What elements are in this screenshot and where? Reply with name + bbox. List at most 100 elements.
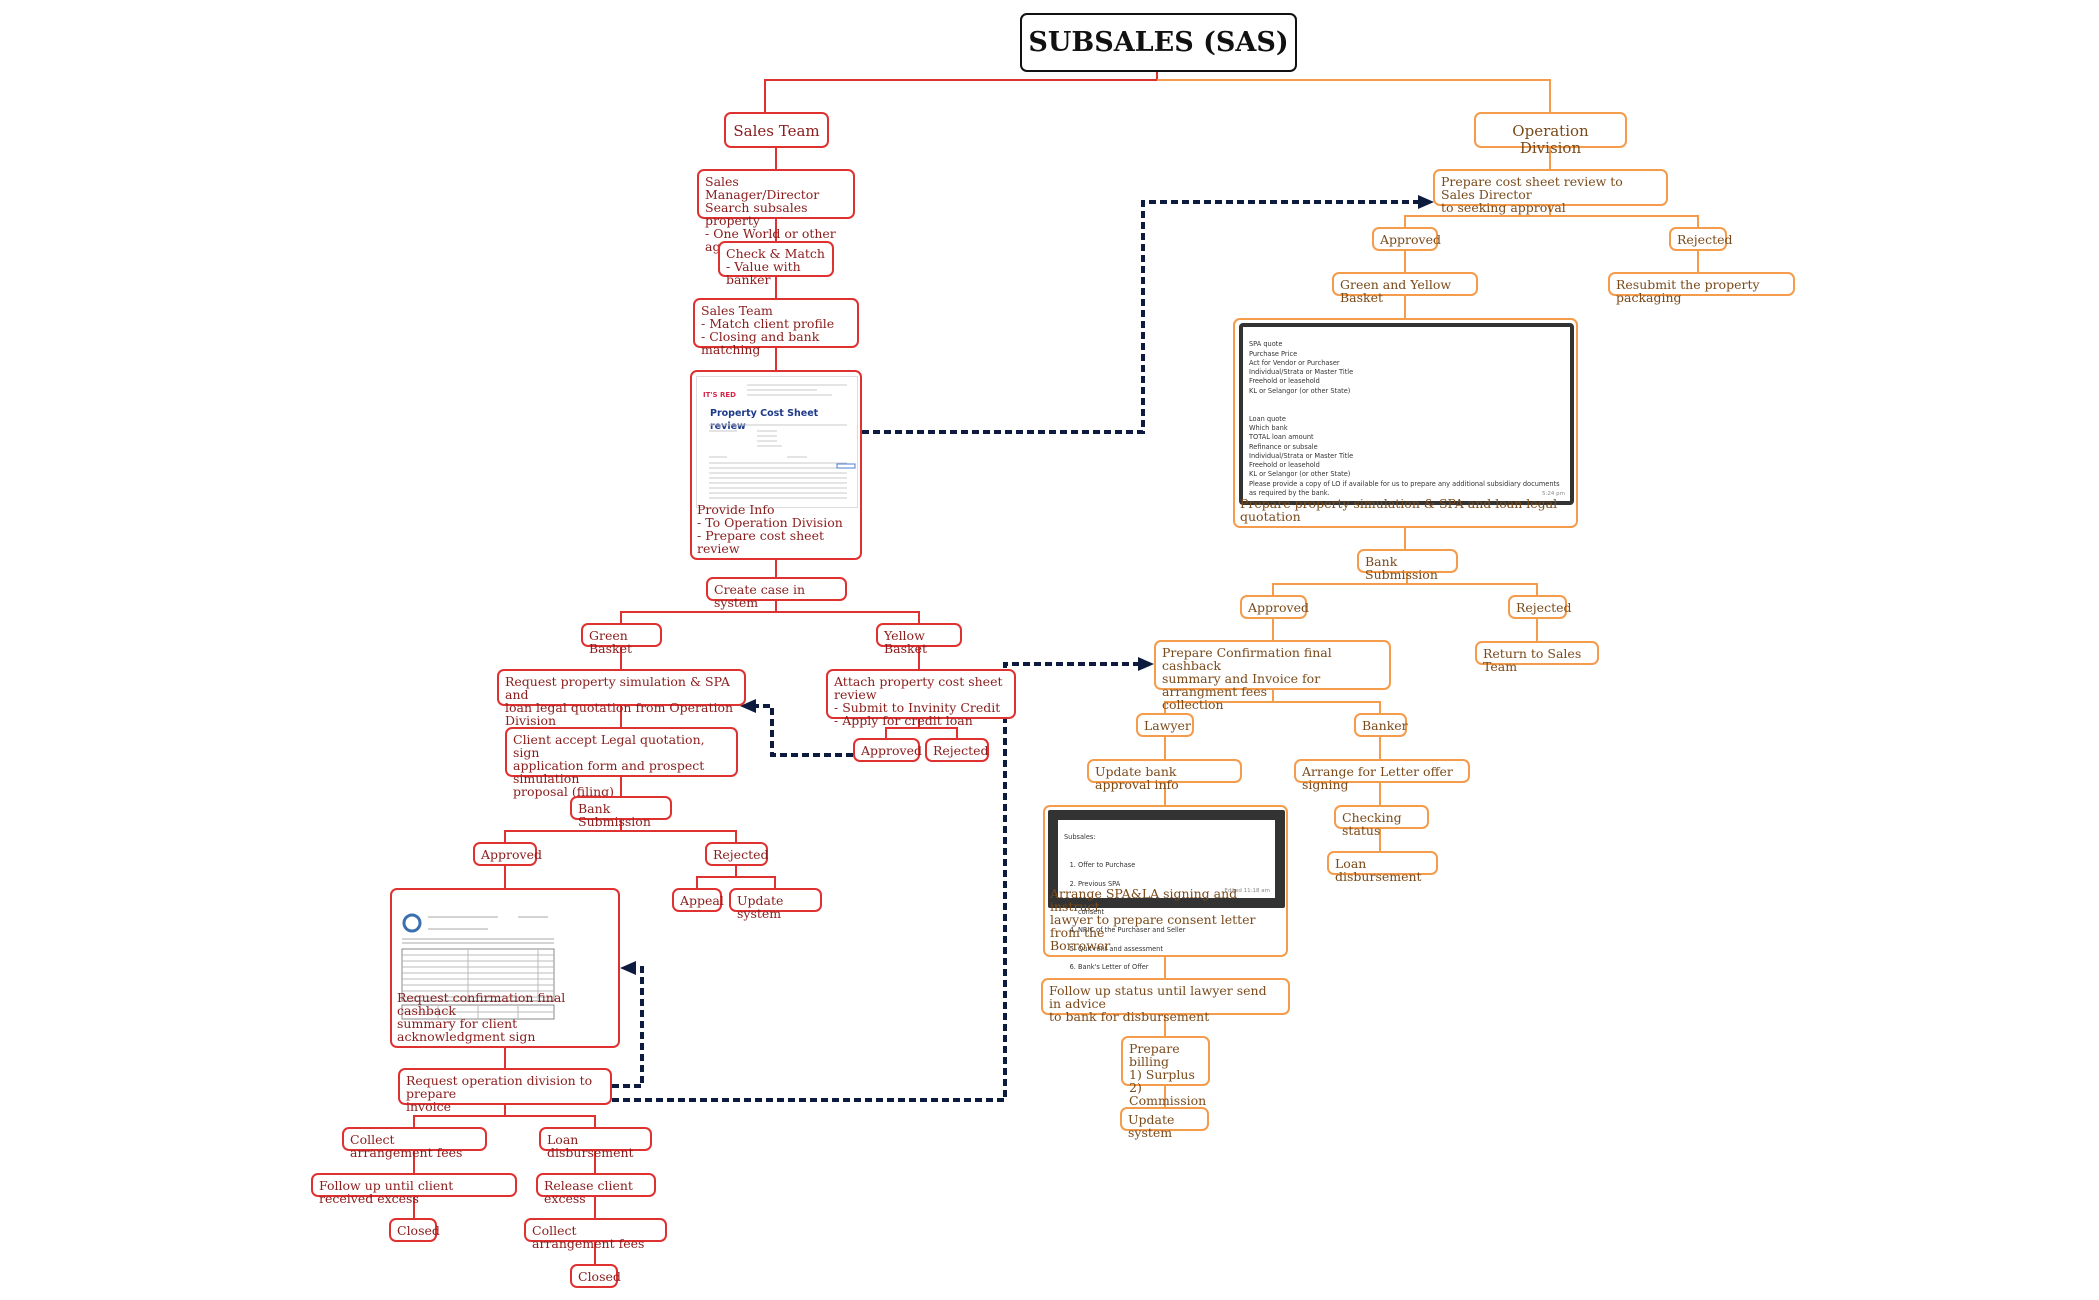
quote-message-time: 5:24 pm xyxy=(1542,490,1565,497)
quote-message-panel: SPA quote Purchase Price Act for Vendor … xyxy=(1239,323,1574,505)
node-client-accept[interactable]: Client accept Legal quotation, sign appl… xyxy=(505,727,738,798)
arrowhead-icon xyxy=(740,699,756,713)
node-prepare-cost-sheet[interactable]: Prepare cost sheet review to Sales Direc… xyxy=(1433,169,1668,214)
prepare-simulation-caption: Prepare property simulation & SPA and lo… xyxy=(1240,496,1558,524)
node-request-invoice[interactable]: Request operation division to prepare in… xyxy=(398,1068,612,1113)
node-yellow-rejected[interactable]: Rejected xyxy=(925,738,989,762)
node-check-match[interactable]: Check & Match - Value with banker xyxy=(718,241,834,286)
arrowhead-icon xyxy=(1418,195,1434,209)
arrowhead-icon xyxy=(620,961,636,975)
node-bank-submission-left[interactable]: Bank Submission xyxy=(570,796,672,828)
node-provide-info[interactable]: IT'S RED Property Cost Sheet review Prov… xyxy=(690,370,862,560)
node-release-excess[interactable]: Release client excess xyxy=(536,1173,656,1205)
node-right-rejected[interactable]: Rejected xyxy=(1669,227,1733,251)
node-request-simulation[interactable]: Request property simulation & SPA and lo… xyxy=(497,669,746,727)
cashback-form-lines xyxy=(401,913,555,1020)
operation-connector xyxy=(1273,701,1381,713)
cost-sheet-screenshot: IT'S RED Property Cost Sheet review xyxy=(696,376,858,508)
node-arrange-spa[interactable]: Subsales: Offer to Purchase Previous SPA… xyxy=(1043,805,1288,971)
subsales-item: Offer to Purchase xyxy=(1078,861,1269,870)
node-follow-up-client[interactable]: Follow up until client received excess xyxy=(311,1173,517,1205)
node-return-sales-team[interactable]: Return to Sales Team xyxy=(1475,641,1599,673)
node-green-basket[interactable]: Green Basket xyxy=(581,623,662,655)
sales-connector xyxy=(919,727,958,738)
node-follow-up-lawyer[interactable]: Follow up status until lawyer send in ad… xyxy=(1041,978,1290,1023)
node-checking-status[interactable]: Checking status xyxy=(1334,805,1429,837)
node-collect-fees-1[interactable]: Collect arrangement fees xyxy=(342,1127,487,1159)
node-operation-division[interactable]: Operation Division xyxy=(1474,112,1627,157)
provide-info-caption: Provide Info - To Operation Division - P… xyxy=(697,502,843,556)
subsales-item: NRIC of the Purchaser and Seller xyxy=(1078,926,1269,935)
sales-connector xyxy=(621,830,737,842)
node-collect-fees-2[interactable]: Collect arrangement fees xyxy=(524,1218,667,1250)
node-update-bank-approval[interactable]: Update bank approval info xyxy=(1087,759,1242,791)
subsales-list: Offer to Purchase Previous SPA Individua… xyxy=(1064,852,1269,982)
node-prepare-confirmation[interactable]: Prepare Confirmation final cashback summ… xyxy=(1154,640,1391,711)
node-prepare-simulation[interactable]: SPA quote Purchase Price Act for Vendor … xyxy=(1233,318,1578,528)
node-prepare-billing[interactable]: Prepare billing 1) Surplus 2) Commission xyxy=(1121,1036,1210,1107)
cost-sheet-lines xyxy=(709,384,856,499)
node-lawyer[interactable]: Lawyer xyxy=(1136,713,1194,737)
handoff-arrow-line xyxy=(612,662,1141,1102)
node-update-system-left[interactable]: Update system xyxy=(729,888,822,920)
subsales-item: Bank's Letter of Offer xyxy=(1078,963,1269,972)
sales-connector xyxy=(736,876,776,888)
request-confirmation-caption: Request confirmation final cashback summ… xyxy=(397,990,566,1044)
handoff-arrow-line xyxy=(862,200,1420,434)
page-title[interactable]: SUBSALES (SAS) xyxy=(1020,13,1297,72)
sales-connector xyxy=(885,719,920,738)
operation-connector xyxy=(1407,583,1538,595)
node-loan-disbursement-left[interactable]: Loan disbursement xyxy=(539,1127,652,1159)
operation-connector xyxy=(1272,573,1408,595)
node-appeal[interactable]: Appeal xyxy=(672,888,724,912)
node-closed-2[interactable]: Closed xyxy=(570,1264,621,1288)
node-loan-disbursement-right[interactable]: Loan disbursement xyxy=(1327,851,1438,883)
node-update-system-right[interactable]: Update system xyxy=(1120,1107,1209,1139)
node-yellow-basket[interactable]: Yellow Basket xyxy=(876,623,962,655)
node-arrange-letter-offer[interactable]: Arrange for Letter offer signing xyxy=(1294,759,1470,791)
sales-connector xyxy=(696,866,737,888)
subsales-item: Quit rent and assessment xyxy=(1078,945,1269,954)
sales-connector xyxy=(620,601,777,623)
node-left-rejected[interactable]: Rejected xyxy=(705,842,769,866)
operation-connector xyxy=(1164,690,1274,713)
sales-connector xyxy=(505,1115,596,1127)
sales-connector xyxy=(413,1105,506,1127)
node-closed-1[interactable]: Closed xyxy=(389,1218,440,1242)
subsales-item: Individual title or Master Title with th… xyxy=(1078,898,1269,917)
handoff-arrow-line xyxy=(752,704,853,757)
node-bank-submission-right[interactable]: Bank Submission xyxy=(1357,549,1458,581)
operation-connector xyxy=(1157,79,1551,112)
operation-connector xyxy=(1550,215,1699,227)
node-create-case[interactable]: Create case in system xyxy=(706,577,847,609)
node-request-confirmation[interactable]: Request confirmation final cashback summ… xyxy=(390,888,620,1048)
cashback-form-screenshot xyxy=(398,896,558,1020)
node-sales-manager[interactable]: Sales Manager/Director Search subsales p… xyxy=(697,169,855,253)
node-sales-team-match[interactable]: Sales Team - Match client profile - Clos… xyxy=(693,298,859,356)
sales-connector xyxy=(776,611,920,623)
sales-connector xyxy=(504,820,622,842)
brand-logo: IT'S RED xyxy=(703,391,736,399)
node-bank-right-rejected[interactable]: Rejected xyxy=(1508,595,1572,619)
operation-connector xyxy=(1404,206,1551,227)
subsales-message-panel: Subsales: Offer to Purchase Previous SPA… xyxy=(1048,810,1285,971)
arrowhead-icon xyxy=(1138,657,1154,671)
node-banker[interactable]: Banker xyxy=(1354,713,1408,737)
subsales-item: Previous SPA xyxy=(1078,880,1269,889)
node-attach-cost-sheet[interactable]: Attach property cost sheet review - Subm… xyxy=(826,669,1016,727)
node-sales-team[interactable]: Sales Team xyxy=(724,112,829,148)
node-green-yellow-basket[interactable]: Green and Yellow Basket xyxy=(1332,272,1478,304)
node-resubmit[interactable]: Resubmit the property packaging xyxy=(1608,272,1795,304)
quote-message-text: SPA quote Purchase Price Act for Vendor … xyxy=(1249,340,1560,498)
cost-sheet-heading: Property Cost Sheet review xyxy=(710,408,819,432)
handoff-arrow-line xyxy=(612,966,644,1088)
node-yellow-approved[interactable]: Approved xyxy=(853,738,922,762)
arrange-spa-caption: Arrange SPA&LA signing and instruct lawy… xyxy=(1050,886,1256,953)
node-right-approved[interactable]: Approved xyxy=(1372,227,1441,251)
sales-connector xyxy=(764,72,1158,112)
node-left-approved[interactable]: Approved xyxy=(473,842,542,866)
subsales-heading: Subsales: xyxy=(1064,833,1096,842)
node-bank-right-approved[interactable]: Approved xyxy=(1240,595,1309,619)
